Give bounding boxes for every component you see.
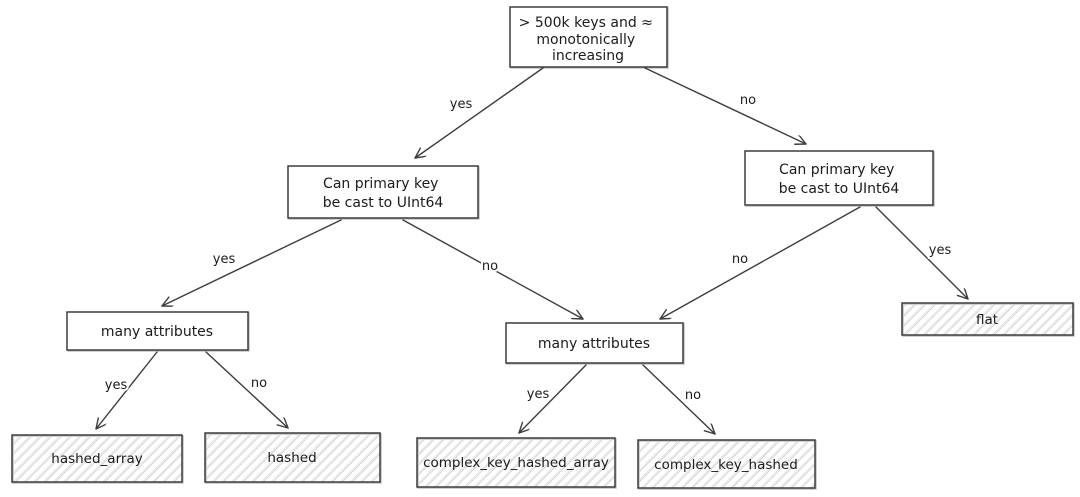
node-left-question-label: Can primary key be cast to UInt64 (323, 176, 444, 211)
node-left-attributes-box (66, 311, 249, 351)
arrow-right-question-to-mid-attributes (659, 206, 861, 320)
edge-label-left-question-yes: yes (213, 252, 236, 267)
node-hashed-box (204, 432, 381, 483)
edge-label-left-question-no: no (482, 259, 498, 274)
edge-label-root-no: no (740, 93, 756, 108)
node-complex-key-hashed-array-box (416, 437, 616, 488)
node-right-question-label: Can primary key be cast to UInt64 (779, 162, 900, 197)
node-right-question: Can primary key be cast to UInt64 (744, 150, 934, 206)
node-mid-attributes-box (505, 322, 684, 364)
arrow-mid-attributes-to-complex-key-hashed (642, 364, 716, 435)
node-root: > 500k keys and ≈ monotonically increasi… (509, 6, 668, 68)
arrow-mid-attributes-to-complex-key-hashed-array (518, 364, 587, 434)
arrow-left-attributes-to-hashed (205, 351, 289, 429)
node-complex-key-hashed: complex_key_hashed (637, 439, 816, 489)
node-hashed-array-label: hashed_array (51, 451, 142, 467)
node-flat-label: flat (976, 312, 998, 328)
node-left-attributes-label: many attributes (101, 324, 213, 340)
node-right-question-box (744, 150, 934, 206)
edge-label-left-attributes-yes: yes (105, 378, 128, 393)
node-left-question-box (287, 165, 479, 219)
node-root-label: > 500k keys and ≈ monotonically increasi… (519, 15, 658, 64)
arrow-left-question-to-mid-attributes (402, 219, 584, 320)
arrow-right-question-to-flat (875, 206, 969, 300)
node-hashed-label: hashed (267, 450, 316, 466)
arrow-root-to-right-question (644, 67, 807, 144)
edge-label-root-yes: yes (450, 97, 473, 112)
node-mid-attributes-label: many attributes (538, 336, 650, 352)
node-mid-attributes: many attributes (505, 322, 684, 364)
edge-label-mid-attributes-yes: yes (527, 387, 550, 402)
edges-layer (95, 67, 969, 435)
node-hashed-array: hashed_array (11, 434, 183, 483)
edge-label-right-question-yes: yes (929, 243, 952, 258)
arrow-left-question-to-left-attributes (161, 219, 342, 306)
node-left-attributes: many attributes (66, 311, 249, 351)
node-complex-key-hashed-label: complex_key_hashed (654, 457, 798, 473)
arrow-left-attributes-to-hashed-array (95, 351, 158, 430)
node-complex-key-hashed-box (637, 439, 816, 489)
node-left-question: Can primary key be cast to UInt64 (287, 165, 479, 219)
edge-label-left-attributes-no: no (251, 376, 267, 391)
edge-labels-layer: yes no yes no no yes yes no yes no (103, 91, 954, 405)
edge-label-right-question-no: no (732, 252, 748, 267)
node-root-box (509, 6, 668, 68)
arrow-root-to-left-question (414, 67, 544, 159)
node-complex-key-hashed-array: complex_key_hashed_array (416, 437, 616, 488)
edge-label-mid-attributes-no: no (685, 388, 701, 403)
node-flat-box (901, 302, 1074, 336)
node-hashed: hashed (204, 432, 381, 483)
node-flat: flat (901, 302, 1074, 336)
node-hashed-array-box (11, 434, 183, 483)
node-complex-key-hashed-array-label: complex_key_hashed_array (423, 455, 609, 471)
